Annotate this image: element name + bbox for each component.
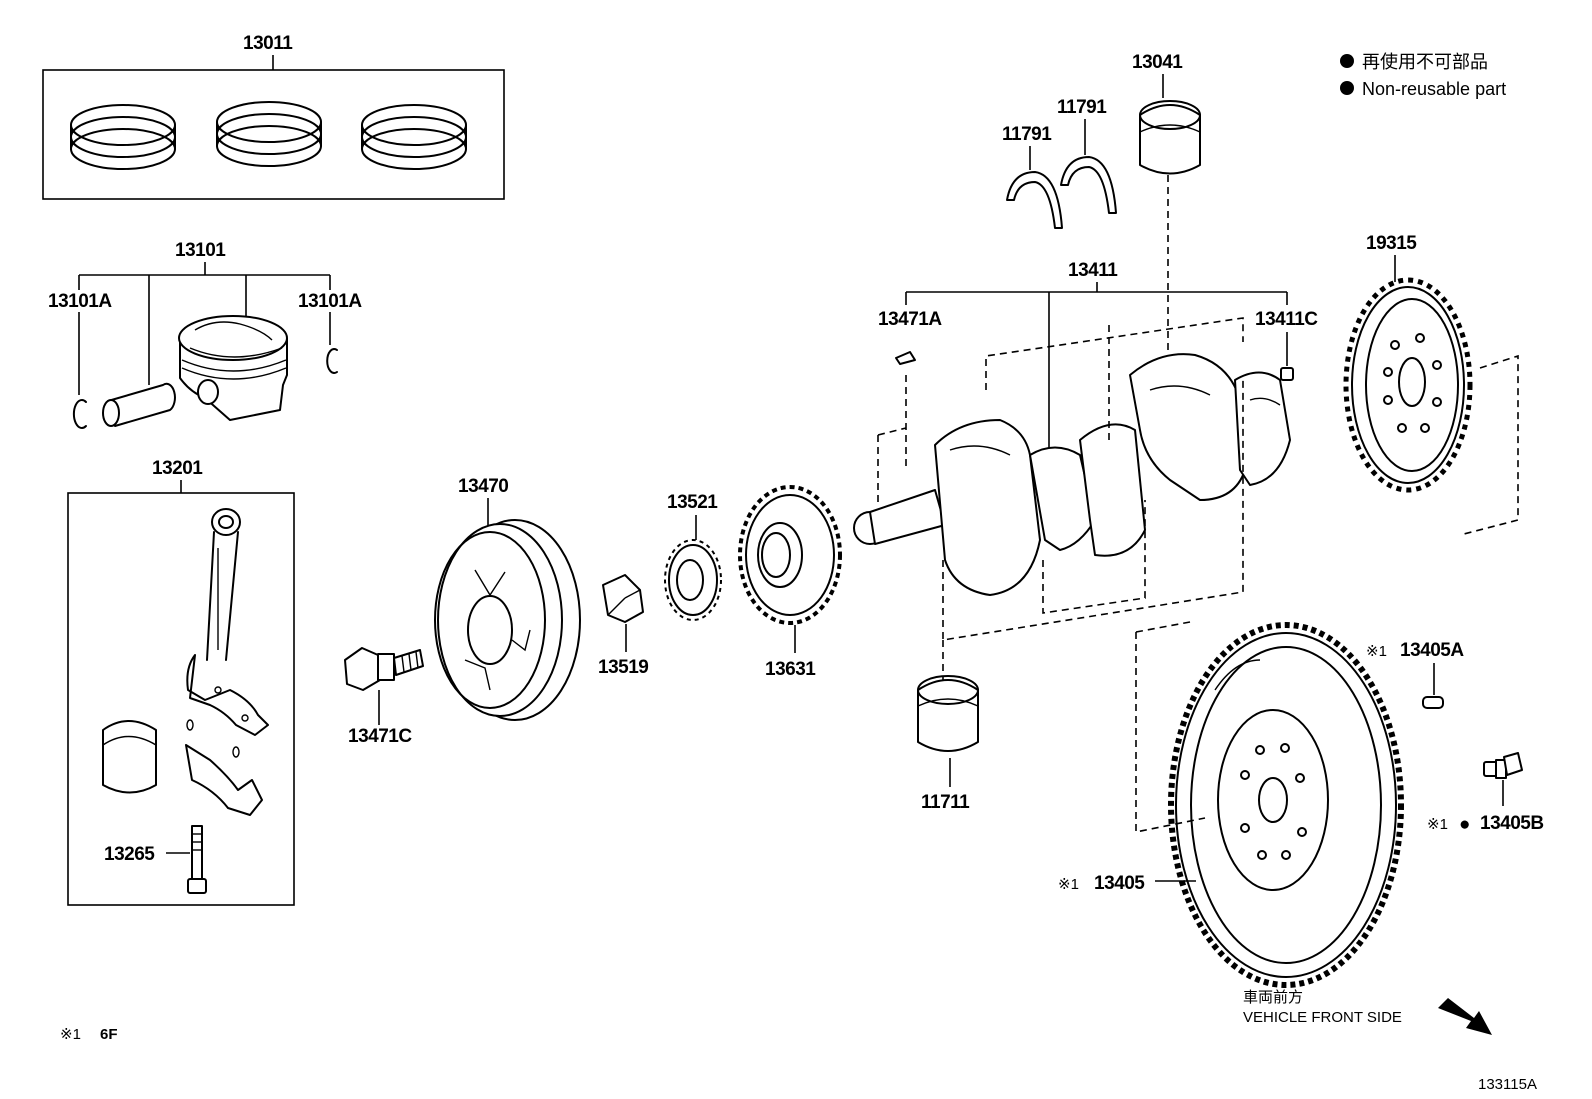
sprocket-icon bbox=[664, 539, 722, 621]
figure-id: 133115A bbox=[1478, 1076, 1537, 1093]
connecting-rod-box bbox=[67, 492, 295, 906]
rod-bolt-icon bbox=[187, 825, 207, 894]
spacer-icon bbox=[602, 574, 644, 623]
piston-group: 13101 13101A 13101A bbox=[48, 240, 363, 429]
piston-pin-icon bbox=[102, 382, 176, 427]
flywheel-bolt-icon bbox=[1483, 752, 1523, 779]
part-label-13411c[interactable]: 13411C bbox=[1255, 309, 1319, 330]
part-label-13471a[interactable]: 13471A bbox=[878, 309, 943, 330]
pilot-bearing-icon bbox=[1280, 367, 1294, 381]
part-label-13411[interactable]: 13411 bbox=[1068, 260, 1119, 281]
piston-ring-icon bbox=[70, 104, 176, 170]
footnote-text: 6F bbox=[100, 1026, 118, 1043]
part-label-13405[interactable]: 13405 bbox=[1094, 873, 1146, 894]
connecting-rod-group: 13201 13265 bbox=[67, 458, 295, 906]
part-label-13470[interactable]: 13470 bbox=[458, 476, 509, 497]
footnote-ref: ※1 bbox=[60, 1026, 81, 1043]
ref-mark-13405b: ※1 bbox=[1427, 816, 1448, 833]
part-label-13521[interactable]: 13521 bbox=[667, 492, 719, 513]
vehicle-front-indicator: 車両前方 VEHICLE FRONT SIDE bbox=[1243, 989, 1492, 1035]
part-label-13405a[interactable]: 13405A bbox=[1400, 640, 1465, 661]
crank-bearing-icon bbox=[1139, 100, 1201, 175]
snap-ring-icon bbox=[326, 348, 338, 374]
crankshaft-pulley-group: 13470 13471C bbox=[344, 476, 581, 747]
legend-jp: 再使用不可部品 bbox=[1362, 52, 1488, 72]
thrust-washer-icon bbox=[1060, 156, 1117, 214]
connecting-rod-icon bbox=[186, 508, 269, 736]
part-label-13519[interactable]: 13519 bbox=[598, 657, 649, 678]
legend-bullet-icon bbox=[1340, 81, 1354, 95]
knock-pin-icon bbox=[1422, 696, 1444, 709]
front-label-en: VEHICLE FRONT SIDE bbox=[1243, 1009, 1402, 1026]
crank-gear-icon bbox=[738, 485, 842, 625]
part-label-11791-right[interactable]: 11791 bbox=[1057, 97, 1108, 118]
arrow-down-right-icon bbox=[1438, 998, 1492, 1035]
part-label-13011[interactable]: 13011 bbox=[243, 33, 294, 54]
flywheel-group: ※1 13405 ※1 13405A ※1 ● 13405B bbox=[1058, 621, 1544, 988]
part-label-11791-left[interactable]: 11791 bbox=[1002, 124, 1053, 145]
legend-en: Non-reusable part bbox=[1362, 79, 1506, 99]
thrust-washer-icon bbox=[1006, 171, 1063, 229]
spacer-group: 13519 bbox=[598, 574, 649, 678]
part-label-19315[interactable]: 19315 bbox=[1366, 233, 1418, 254]
part-label-13201[interactable]: 13201 bbox=[152, 458, 204, 479]
legend: 再使用不可部品 Non-reusable part bbox=[1340, 52, 1506, 99]
signal-plate-icon bbox=[1343, 277, 1473, 493]
part-label-13101a-right[interactable]: 13101A bbox=[298, 291, 363, 312]
snap-ring-icon bbox=[72, 399, 87, 429]
part-label-13041[interactable]: 13041 bbox=[1132, 52, 1184, 73]
nonreusable-mark: ● bbox=[1459, 814, 1470, 835]
part-label-13631[interactable]: 13631 bbox=[765, 659, 817, 680]
ref-mark-13405: ※1 bbox=[1058, 876, 1079, 893]
rod-bearing-icon bbox=[102, 720, 157, 794]
pulley-bolt-icon bbox=[344, 647, 424, 691]
crank-bearing-icon bbox=[917, 675, 979, 752]
crankshaft-pulley-icon bbox=[434, 519, 581, 721]
front-label-jp: 車両前方 bbox=[1243, 989, 1303, 1006]
part-label-13265[interactable]: 13265 bbox=[104, 844, 156, 865]
legend-bullet-icon bbox=[1340, 54, 1354, 68]
piston-ring-set-group: 13011 bbox=[42, 33, 505, 200]
crank-bearing-upper-group: 13041 bbox=[1132, 52, 1201, 175]
part-label-13101[interactable]: 13101 bbox=[175, 240, 227, 261]
part-label-13101a-left[interactable]: 13101A bbox=[48, 291, 113, 312]
thrust-washer-group: 11791 11791 bbox=[1002, 97, 1117, 229]
connecting-rod-cap-icon bbox=[185, 719, 263, 816]
piston-ring-icon bbox=[361, 104, 467, 170]
signal-plate-group: 19315 bbox=[1343, 233, 1519, 536]
crankshaft-group: 13411 13471A 13411C bbox=[853, 175, 1319, 680]
part-label-11711[interactable]: 11711 bbox=[921, 792, 971, 813]
piston-icon bbox=[178, 315, 288, 421]
part-label-13471c[interactable]: 13471C bbox=[348, 726, 413, 747]
piston-ring-icon bbox=[216, 101, 322, 167]
woodruff-key-icon bbox=[895, 351, 916, 365]
crank-bearing-lower-group: 11711 bbox=[917, 675, 979, 813]
flywheel-icon bbox=[1168, 622, 1404, 988]
sprocket-group: 13521 bbox=[664, 492, 722, 621]
crankshaft-icon bbox=[853, 353, 1291, 596]
part-label-13405b[interactable]: 13405B bbox=[1480, 813, 1544, 834]
ref-mark-13405a: ※1 bbox=[1366, 643, 1387, 660]
crank-gear-group: 13631 bbox=[738, 485, 842, 680]
piston-ring-set-box bbox=[42, 69, 505, 200]
